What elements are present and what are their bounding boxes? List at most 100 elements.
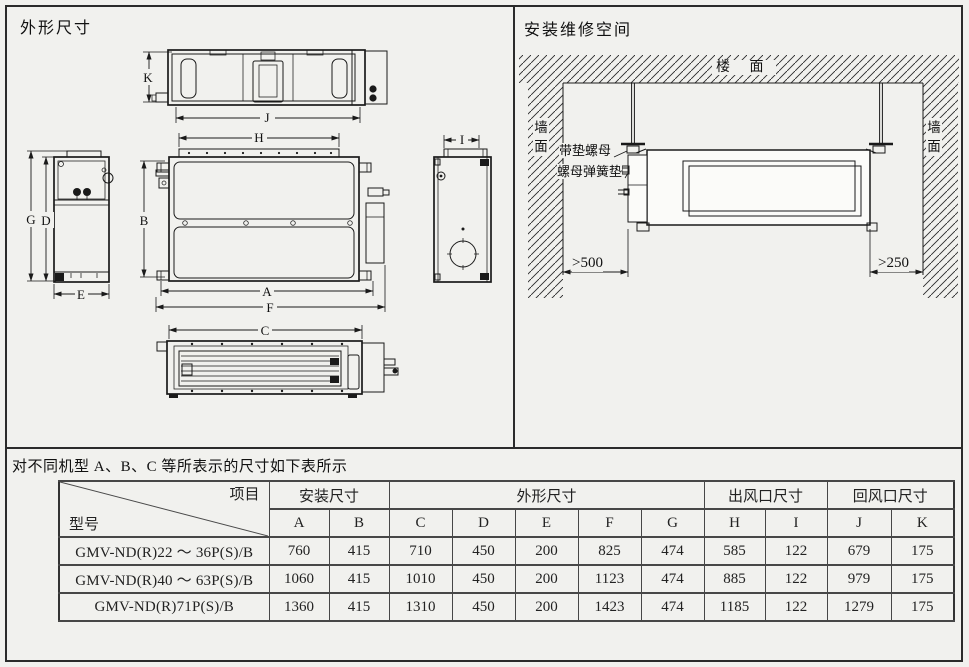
dim-value: 1279 [826, 592, 892, 622]
group-header-outlet: 出风口尺寸 [703, 480, 828, 510]
dim-value: 450 [451, 536, 516, 566]
dim-value: 1060 [268, 564, 330, 594]
dim-value: 450 [451, 592, 516, 622]
nut-spring-washer-label: 螺母弹簧垫 [557, 164, 623, 179]
dim-value: 415 [328, 536, 390, 566]
dim-label-g: G [26, 212, 35, 227]
dim-value: 200 [514, 564, 579, 594]
wall-left-label: 墙面 [533, 118, 549, 156]
corner-diagonal-line [60, 482, 268, 536]
page-border [5, 5, 963, 662]
dim-value: 585 [703, 536, 766, 566]
dim-value: 415 [328, 592, 390, 622]
leader-lines [613, 150, 629, 179]
col-header: H [703, 508, 766, 538]
outline-dimensions-title: 外形尺寸 [20, 20, 93, 37]
panel-divider-horizontal [5, 447, 961, 449]
washer-nut-label: 带垫螺母 [559, 143, 612, 158]
group-header-outline: 外形尺寸 [388, 480, 705, 510]
dim-label-b: B [140, 213, 149, 228]
model-name: GMV-ND(R)40 ～ 63P(S)/B [58, 564, 270, 594]
dim-value: 679 [826, 536, 892, 566]
dim-value: 710 [388, 536, 453, 566]
dim-value: 1123 [577, 564, 642, 594]
dim-value: 1010 [388, 564, 453, 594]
dim-label-a: A [262, 284, 272, 299]
clearance-dimensions [562, 229, 924, 277]
dim-value: 122 [764, 564, 828, 594]
dim-value: 415 [328, 564, 390, 594]
col-header: C [388, 508, 453, 538]
dim-value: 760 [268, 536, 330, 566]
corner-model-label: 型号 [69, 517, 100, 533]
maintenance-space-title: 安装维修空间 [524, 22, 633, 39]
dim-value: 175 [890, 536, 955, 566]
bottom-view-screws [190, 342, 344, 393]
table-caption: 对不同机型 A、B、C 等所表示的尺寸如下表所示 [12, 459, 348, 475]
clearance-right-value: >250 [878, 255, 909, 272]
col-header: J [826, 508, 892, 538]
group-header-return: 回风口尺寸 [826, 480, 955, 510]
corner-header-cell: 项目 型号 [58, 480, 270, 538]
col-header: G [640, 508, 705, 538]
dim-label-h: H [254, 130, 263, 145]
dim-value: 1360 [268, 592, 330, 622]
col-header: B [328, 508, 390, 538]
hanger-rod-right [865, 83, 893, 154]
col-header: E [514, 508, 579, 538]
dim-label-f: F [266, 300, 273, 315]
dim-value: 474 [640, 592, 705, 622]
model-name: GMV-ND(R)22 ～ 36P(S)/B [58, 536, 270, 566]
col-header: F [577, 508, 642, 538]
panel-divider-vertical [513, 5, 515, 449]
table-row: GMV-ND(R)40 ～ 63P(S)/B 1060 415 1010 450… [58, 564, 955, 594]
column-letter-row: A B C D E F G H I J K [59, 508, 955, 538]
hanger-rod-left [621, 83, 647, 154]
indoor-unit-side [615, 149, 878, 232]
top-view: K J [141, 49, 388, 125]
front-view: H B A F [137, 130, 390, 315]
outline-dimensions-drawing: K J [24, 49, 492, 398]
dim-label-j: J [264, 110, 269, 125]
dim-value: 122 [764, 592, 828, 622]
dim-label-c: C [261, 323, 270, 338]
dim-value: 825 [577, 536, 642, 566]
dim-value: 474 [640, 536, 705, 566]
wall-right-hatch [922, 83, 958, 298]
dim-value: 200 [514, 592, 579, 622]
dim-value: 200 [514, 536, 579, 566]
ceiling-label: 楼 面 [712, 60, 776, 75]
col-header: I [764, 508, 828, 538]
corner-item-label: 项目 [229, 487, 260, 503]
maintenance-space-drawing [519, 55, 959, 298]
dim-label-d: D [41, 213, 50, 228]
group-header-install: 安装尺寸 [268, 480, 390, 510]
col-header: K [890, 508, 955, 538]
dim-value: 175 [890, 564, 955, 594]
col-header: D [451, 508, 516, 538]
dim-value: 1423 [577, 592, 642, 622]
dim-label-k: K [143, 70, 153, 85]
dim-value: 979 [826, 564, 892, 594]
dim-value: 885 [703, 564, 766, 594]
dim-label-i: I [460, 132, 464, 147]
table-row: GMV-ND(R)71P(S)/B 1360 415 1310 450 200 … [58, 592, 955, 622]
dim-label-e: E [77, 287, 85, 302]
left-side-view: G D E [24, 150, 114, 302]
dim-value: 122 [764, 536, 828, 566]
wall-left-hatch [528, 83, 564, 298]
table-row: GMV-ND(R)22 ～ 36P(S)/B 760 415 710 450 2… [58, 536, 955, 566]
right-side-view: I [433, 132, 492, 283]
dim-value: 1310 [388, 592, 453, 622]
clearance-left-value: >500 [572, 255, 603, 272]
flange-screws [187, 151, 333, 155]
dim-value: 474 [640, 564, 705, 594]
dim-value: 450 [451, 564, 516, 594]
dimension-table: 项目 型号 安装尺寸 外形尺寸 出风口尺寸 回风口尺寸 A B C D E F … [58, 480, 956, 622]
dim-value: 175 [890, 592, 955, 622]
bottom-view: C [156, 323, 399, 398]
dim-value: 1185 [703, 592, 766, 622]
model-name: GMV-ND(R)71P(S)/B [58, 592, 270, 622]
wall-right-label: 墙面 [926, 118, 942, 156]
